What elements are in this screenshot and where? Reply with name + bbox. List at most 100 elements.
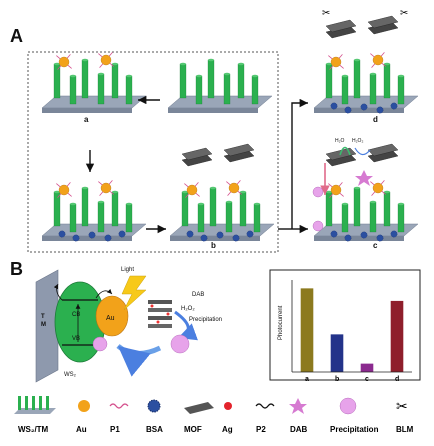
- step-label-a: a: [84, 115, 89, 124]
- legend-label: BLM: [396, 425, 414, 434]
- step-label-d: d: [373, 115, 378, 124]
- rod-cap: [98, 72, 104, 76]
- p1-strand: [109, 62, 114, 67]
- rod-cap: [54, 190, 60, 194]
- rod: [195, 75, 203, 105]
- rod-cap: [82, 186, 88, 190]
- rod-cap: [180, 62, 186, 66]
- substrate-side: [314, 108, 404, 113]
- p1-strand: [329, 65, 334, 70]
- legend-rod: [39, 396, 42, 410]
- mof-cluster: [148, 300, 172, 328]
- bars-group: [300, 288, 404, 372]
- rod: [253, 203, 261, 233]
- dab-molecule: [355, 170, 373, 186]
- rod: [81, 59, 89, 99]
- bar-b: [330, 334, 344, 372]
- rod-cap: [226, 200, 232, 204]
- electrode: [41, 52, 147, 113]
- tm-label-m: M: [41, 322, 46, 328]
- chart-ylabel: Photocurrent: [278, 305, 284, 340]
- rod-cap: [326, 62, 332, 66]
- h2o2-mech-label: H₂O₂: [181, 306, 195, 312]
- mof-sheet: [223, 143, 255, 157]
- rod: [353, 187, 361, 227]
- p1-strand: [108, 180, 113, 185]
- ws2-side-label: WS₂: [64, 372, 77, 378]
- rod: [111, 191, 119, 227]
- bsa-molecule: [376, 234, 384, 242]
- mof-sheet: [181, 147, 213, 161]
- rod: [209, 187, 217, 227]
- rod: [325, 63, 333, 99]
- p1-strand: [57, 193, 62, 198]
- rod-cap: [384, 190, 390, 194]
- mof-sheet: [325, 19, 357, 33]
- panel-label-b: B: [10, 259, 23, 279]
- cb-label: CB: [72, 312, 80, 318]
- legend-item: ✂ BLM: [396, 398, 414, 434]
- rod: [325, 191, 333, 227]
- rod-cap: [210, 186, 216, 190]
- rod-cap: [98, 200, 104, 204]
- legend-rod: [18, 396, 21, 410]
- bar-c: [360, 363, 374, 372]
- rod: [223, 73, 231, 105]
- rod-cap: [342, 202, 348, 206]
- rod: [353, 59, 361, 99]
- rod: [341, 203, 349, 233]
- rod-cap: [208, 58, 214, 62]
- bsa-molecule: [186, 230, 194, 238]
- bsa-molecule: [246, 230, 254, 238]
- p1-strand: [226, 181, 231, 186]
- bsa-molecule: [390, 230, 398, 238]
- bsa-molecule: [88, 231, 96, 239]
- au-label: Au: [106, 315, 115, 322]
- p2-strand-icon: [255, 403, 275, 409]
- p1-strand: [329, 193, 334, 198]
- rod-cap: [238, 62, 244, 66]
- silver-icon: [224, 402, 232, 410]
- dab-icon: [289, 398, 307, 414]
- rod: [197, 203, 205, 233]
- legend-item: Au: [76, 400, 90, 434]
- p1-strand: [194, 182, 199, 187]
- light-bolt-icon: [121, 275, 147, 311]
- bar-d: [390, 300, 404, 372]
- rod: [369, 73, 377, 105]
- rod: [369, 201, 377, 233]
- rod-cap: [370, 200, 376, 204]
- scissors-icon: ✂: [396, 398, 408, 414]
- rod-cap: [370, 72, 376, 76]
- rod: [237, 63, 245, 99]
- xtick-d: d: [395, 376, 399, 383]
- electrode-group: ✂✂: [41, 8, 419, 242]
- bsa-molecule: [72, 234, 80, 242]
- rod-cap: [70, 74, 76, 78]
- bsa-molecule: [216, 231, 224, 239]
- p1-strand: [66, 54, 71, 59]
- p1-strand: [339, 192, 344, 197]
- legend-item: Ag: [222, 402, 233, 434]
- p1-strand: [338, 182, 343, 187]
- au-particle: [95, 295, 129, 337]
- mech-precip-big: [170, 334, 190, 354]
- gold-nanoparticle-icon: [78, 400, 90, 412]
- legend-label: Au: [76, 425, 87, 434]
- p1-strand: [328, 55, 333, 60]
- p1-strand: [98, 53, 103, 58]
- p1-strand: [195, 192, 200, 197]
- p1-strand: [56, 55, 61, 60]
- xtick-c: c: [365, 376, 369, 383]
- rod-cap: [398, 202, 404, 206]
- h2o-label: H₂O: [335, 138, 345, 144]
- gold-particle: [58, 184, 70, 196]
- rod: [181, 191, 189, 227]
- rod: [97, 201, 105, 233]
- p1-strand: [381, 62, 386, 67]
- p1-strand: [108, 52, 113, 57]
- rod-cap: [342, 74, 348, 78]
